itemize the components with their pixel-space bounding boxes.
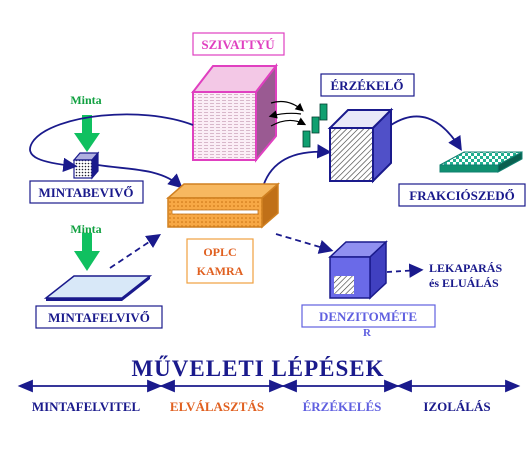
oplc-chamber xyxy=(166,182,280,229)
sample-bottom-label: Minta xyxy=(70,222,101,236)
sample-applicator-label: MINTABEVIVŐ xyxy=(38,185,133,200)
pump-cube xyxy=(190,63,279,163)
step-isolation: IZOLÁLÁS xyxy=(423,399,490,414)
scraping-label-line1: LEKAPARÁS xyxy=(429,261,502,275)
tlc-plate xyxy=(43,275,153,301)
applicator-to-chamber-line xyxy=(97,164,183,189)
chamber-label-line1: OPLC xyxy=(203,245,236,259)
pump-loop-line xyxy=(29,113,194,173)
fraction-collector-label: FRAKCIÓSZEDŐ xyxy=(409,188,514,203)
sample-top-arrow xyxy=(74,115,100,152)
pump-label: SZIVATTYÚ xyxy=(201,37,275,52)
scraping-label-line2: és ELUÁLÁS xyxy=(429,276,499,290)
valve-blocks xyxy=(302,103,328,148)
sensor-label-box xyxy=(320,73,415,97)
fraction-collector-plate xyxy=(439,151,523,173)
step-sampling: MINTAFELVITEL xyxy=(32,399,141,414)
plate-to-chamber-dashed xyxy=(109,234,161,269)
sensor-to-fraction-arrow xyxy=(390,115,462,152)
chamber-label-box xyxy=(186,238,254,284)
densitometer-label-box xyxy=(301,304,436,328)
step-detection: ÉRZÉKELÉS xyxy=(303,399,382,414)
sample-spotter-label: MINTAFELVIVŐ xyxy=(48,310,150,325)
densitometer-to-scraping-dashed xyxy=(386,263,424,278)
chamber-label-line2: KAMRA xyxy=(197,264,244,278)
sample-applicator-label-box xyxy=(29,180,144,204)
densitometer-cube xyxy=(328,240,388,300)
step-separation: ELVÁLASZTÁS xyxy=(170,399,264,414)
densitometer-label-line2: R xyxy=(363,327,372,339)
pump-label-box xyxy=(192,32,285,56)
steps-timeline xyxy=(17,379,521,393)
sensor-cube xyxy=(327,107,394,184)
pump-flow-arrows xyxy=(268,100,307,127)
sample-top-label: Minta xyxy=(70,93,101,107)
steps-title: MŰVELETI LÉPÉSEK xyxy=(131,355,384,381)
sample-bottom-arrow xyxy=(74,233,100,271)
sample-applicator-cube xyxy=(72,151,100,180)
fraction-collector-label-box xyxy=(398,183,526,207)
densitometer-label-line1: DENZITOMÉTE xyxy=(319,309,417,324)
chamber-to-densitometer-dashed xyxy=(275,233,334,254)
sensor-label: ÉRZÉKELŐ xyxy=(331,78,404,93)
sample-spotter-label-box xyxy=(35,305,163,329)
chamber-to-sensor-line xyxy=(261,144,332,191)
